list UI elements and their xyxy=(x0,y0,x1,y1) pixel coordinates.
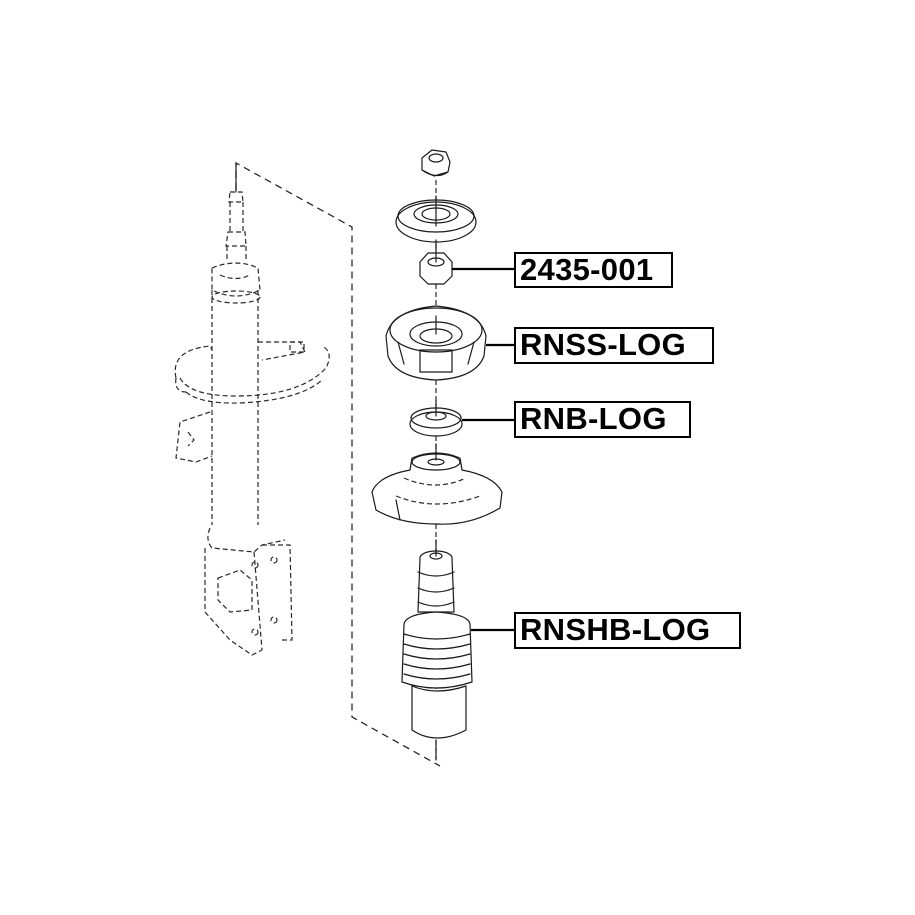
part-spring-seat xyxy=(371,443,503,525)
part-boot xyxy=(401,539,473,761)
part-lock-nut xyxy=(419,239,453,285)
label-rnshb-log[interactable]: RNSHB-LOG xyxy=(514,612,741,649)
label-rnb-log[interactable]: RNB-LOG xyxy=(514,401,691,438)
label-rnss-log[interactable]: RNSS-LOG xyxy=(514,327,714,364)
part-bearing xyxy=(409,399,463,437)
leader-lines xyxy=(452,267,516,632)
label-2435-001[interactable]: 2435-001 xyxy=(514,252,673,288)
part-top-nut xyxy=(421,149,451,177)
strut-assembly xyxy=(174,162,330,656)
part-top-mount xyxy=(385,305,487,381)
part-washer xyxy=(395,195,477,243)
